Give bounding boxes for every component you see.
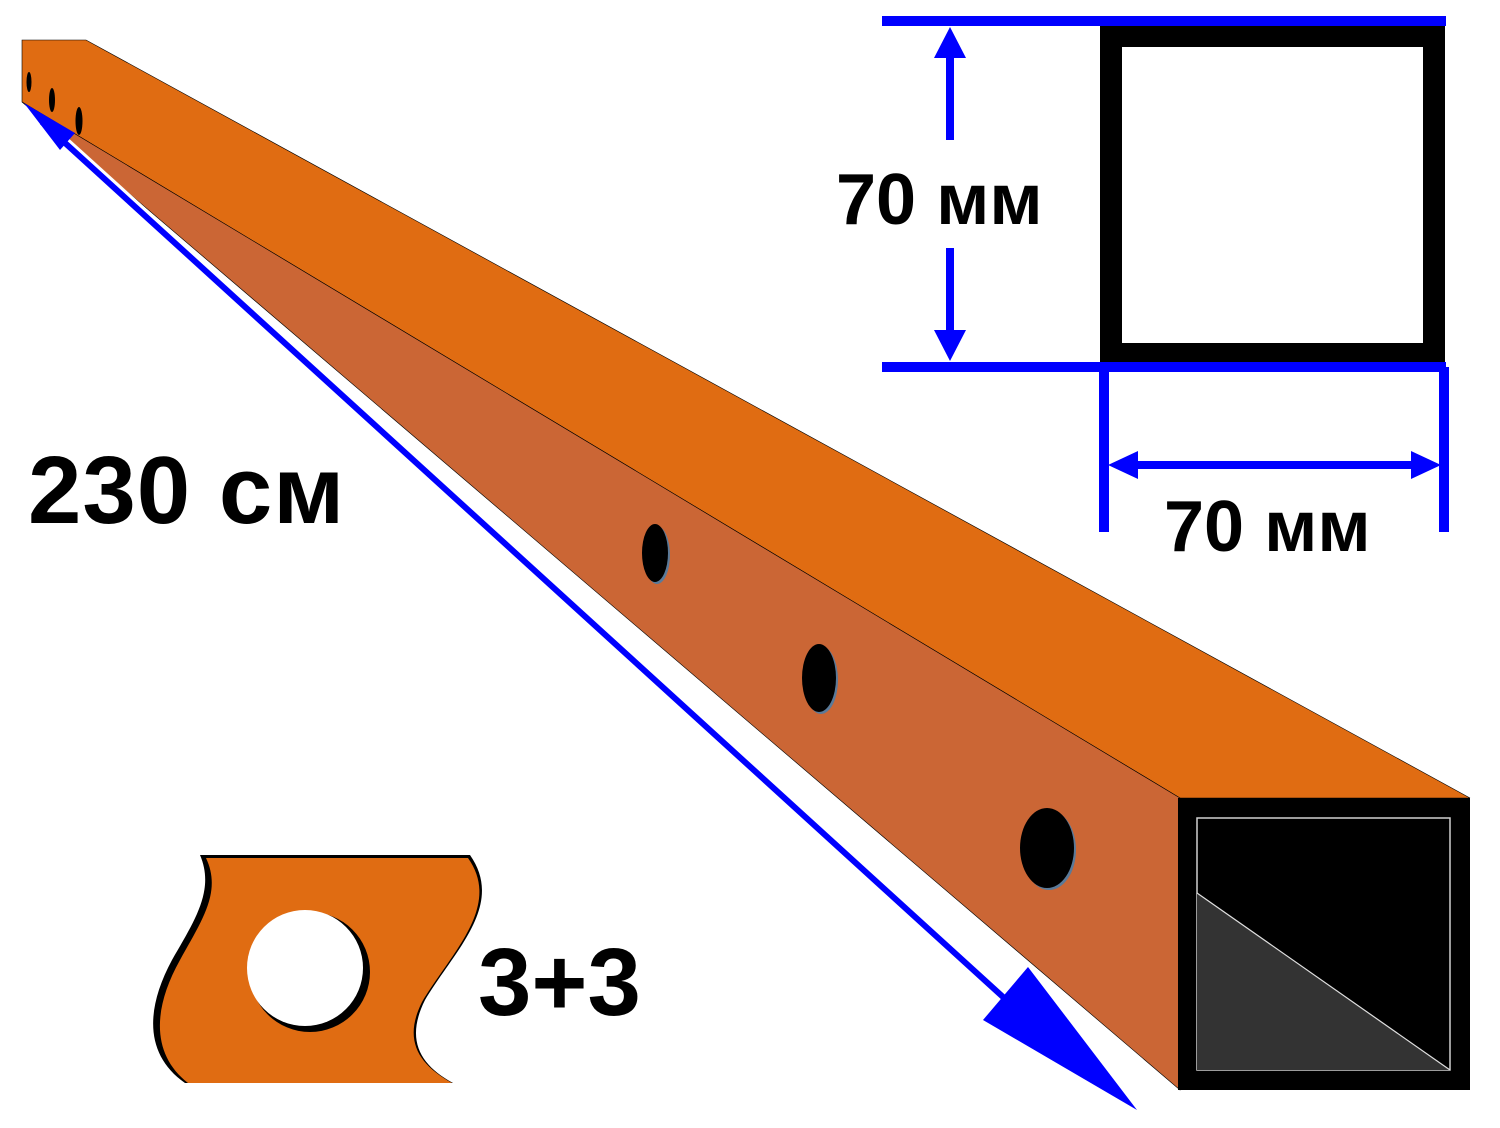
profile-width-label: 70 мм	[1164, 487, 1371, 567]
arrow-head-icon	[934, 330, 966, 361]
hole-icon	[26, 72, 32, 92]
hole-icon	[802, 644, 836, 712]
profile-section: 70 мм 70 мм	[836, 16, 1449, 567]
beam-end-shadow-edge	[1196, 892, 1451, 1071]
length-dimension: 230 см	[24, 103, 1137, 1110]
hole-icon	[642, 524, 668, 582]
arrow-head-icon	[1108, 451, 1138, 479]
arrow-head-icon	[934, 27, 966, 58]
arrow-head-icon	[983, 967, 1137, 1110]
hole-icon	[75, 107, 83, 135]
hole-icon	[1020, 808, 1074, 888]
length-label: 230 см	[28, 437, 345, 544]
steel-beam	[21, 39, 1471, 1091]
arrow-head-icon	[1411, 451, 1441, 479]
hole-icon	[49, 88, 55, 112]
length-arrow-line	[39, 119, 1073, 1061]
profile-height-label: 70 мм	[836, 160, 1043, 240]
hole-sample: 3+3	[153, 855, 641, 1083]
arrow-head-icon	[24, 103, 75, 150]
hole-count-label: 3+3	[478, 929, 641, 1036]
profile-square-icon	[1100, 25, 1445, 365]
round-hole-icon	[247, 910, 363, 1026]
